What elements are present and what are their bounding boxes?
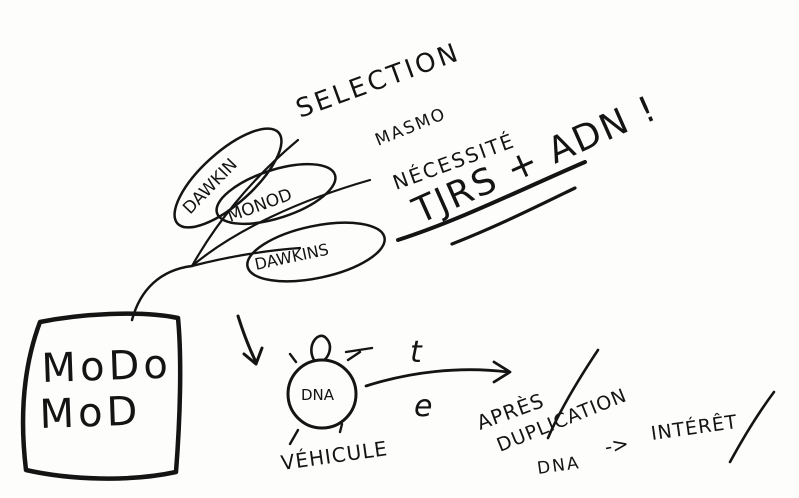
right-arrow-icon: [364, 360, 512, 388]
branch-to-monod: [190, 178, 372, 268]
underline-2: [450, 186, 577, 246]
down-arrow-icon: [236, 314, 264, 366]
box-text-line1: MoDo: [41, 341, 173, 392]
modo-box: [20, 311, 183, 481]
masmo-text: MASMO: [372, 104, 449, 151]
strike-line-2: [728, 390, 776, 464]
stem-line: [130, 264, 194, 322]
vehicule-text: VÉHICULE: [279, 436, 389, 475]
strike-line-1: [546, 348, 600, 440]
monod-oval: [215, 162, 337, 226]
monod-label: MONOD: [225, 185, 295, 227]
underline-1: [396, 160, 587, 242]
cell-circle: [286, 358, 358, 430]
dawkin-oval: [173, 127, 283, 229]
box-text-line2: MoD: [39, 388, 142, 438]
dna-bottom-text: DNA: [536, 453, 582, 479]
arrow-to-text: ->: [603, 431, 631, 459]
interet-text: INTÉRÊT: [649, 410, 739, 445]
cell-top-loop: [310, 334, 332, 362]
cell-dna-label: DNA: [301, 386, 335, 404]
arrow-e-label: e: [414, 389, 432, 424]
cell-spikes: [288, 346, 374, 446]
branch-to-dawkin: [190, 138, 300, 268]
arrow-t-label: t: [410, 335, 423, 370]
dawkins-oval: [246, 221, 386, 283]
branch-to-dawkins: [190, 246, 302, 268]
